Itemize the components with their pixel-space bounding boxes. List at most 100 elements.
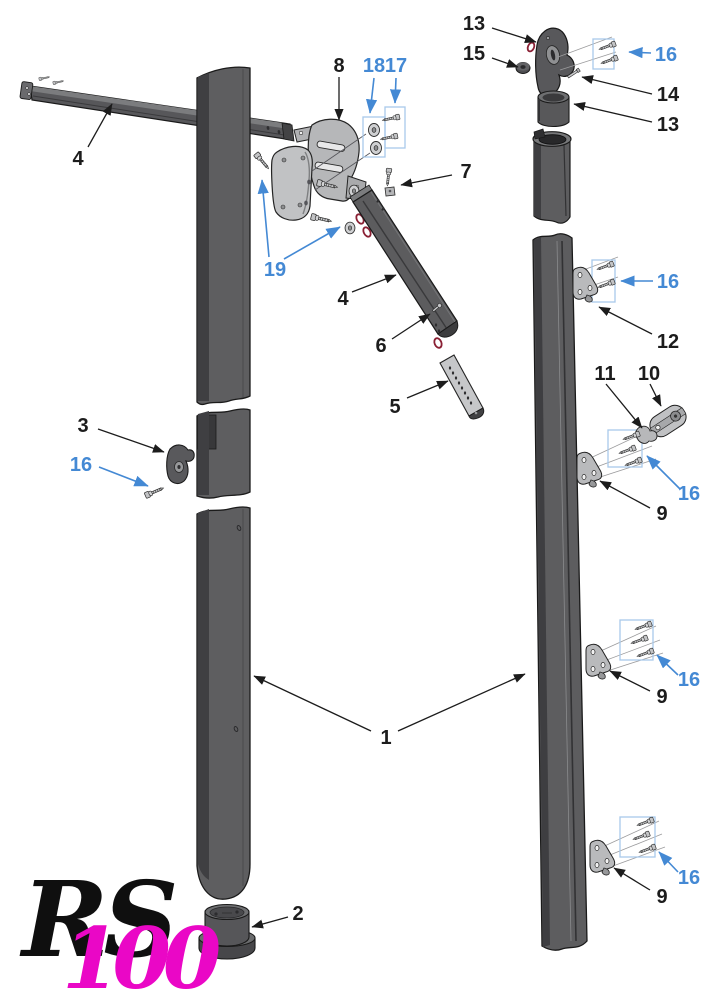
assembly-axis-line	[593, 625, 657, 655]
arrow-to-part-1-left	[253, 675, 372, 732]
callout-19: 19	[264, 259, 286, 281]
arrow-to-part-14	[581, 75, 653, 95]
right-mast-top-section	[532, 128, 572, 224]
boom-rivet	[431, 303, 442, 313]
callout-4-spreader: 4	[72, 148, 84, 170]
arrow-to-part-5	[406, 380, 449, 399]
arrow-to-part-16-bottom	[658, 851, 679, 873]
callout-13-plug: 13	[657, 114, 679, 136]
callout-16-bottom: 16	[678, 867, 700, 889]
arrow-to-part-15	[491, 57, 519, 68]
arrow-to-part-12	[598, 306, 653, 335]
callout-17: 17	[385, 55, 407, 77]
masthead-crane	[535, 27, 575, 97]
screw-icon	[379, 132, 399, 143]
gooseneck-bolt	[384, 167, 396, 197]
arrow-to-part-9c	[613, 867, 651, 891]
o-ring	[362, 226, 372, 238]
spreader-screw-icon	[52, 79, 65, 86]
callout-1: 1	[380, 727, 391, 749]
assembly-axis-line	[311, 133, 367, 172]
o-ring	[526, 41, 536, 53]
callout-11: 11	[594, 363, 615, 385]
brand-logo: RS 100	[19, 858, 229, 999]
callout-12: 12	[657, 331, 679, 353]
callout-7: 7	[460, 161, 471, 183]
callout-16-mid: 16	[678, 669, 700, 691]
callout-14: 14	[657, 84, 680, 106]
screw-icon	[595, 260, 615, 273]
pulley-block	[649, 404, 687, 438]
arrow-to-part-3	[97, 428, 165, 453]
gooseneck-front-bracket	[271, 145, 313, 221]
screw-group-box-17	[384, 106, 406, 149]
arrow-to-part-13-plug	[573, 102, 653, 123]
arrow-to-part-16-mid	[656, 654, 679, 676]
o-ring	[433, 337, 443, 349]
callout-13-top: 13	[463, 13, 485, 35]
arrow-to-part-6	[391, 313, 431, 340]
callout-16-bracket12: 16	[657, 271, 679, 293]
washer-icon	[368, 123, 380, 137]
arrow-to-part-1-right	[397, 673, 526, 732]
screw-icon	[617, 444, 637, 457]
assembly-axis-line	[557, 36, 613, 58]
screw-icon	[143, 484, 166, 499]
callout-18: 18	[363, 55, 385, 77]
callout-9a: 9	[656, 503, 667, 525]
batten-strip	[439, 354, 485, 420]
callout-9c: 9	[656, 886, 667, 908]
screw-group-box-16	[619, 816, 656, 858]
halyard-cleat	[166, 444, 195, 485]
screw-icon	[253, 151, 272, 172]
callout-4-boom: 4	[337, 288, 349, 310]
arrow-to-part-16-masthead	[628, 47, 652, 59]
bracket-9	[589, 839, 616, 876]
arrow-to-part-4-spreader	[87, 103, 113, 148]
boom-tube	[349, 184, 459, 338]
bracket-9	[576, 451, 603, 488]
arrow-to-part-17	[389, 77, 402, 104]
bracket-9	[585, 643, 612, 680]
arrow-to-part-9a	[599, 480, 651, 509]
assembly-axis-line	[559, 51, 617, 71]
arrow-to-part-2	[251, 916, 289, 929]
callout-16-pulley: 16	[678, 483, 700, 505]
masthead-plug	[537, 90, 570, 128]
callout-8: 8	[333, 55, 344, 77]
bracket-12	[572, 266, 599, 303]
washer-icon	[344, 221, 356, 235]
clevis-pin	[566, 67, 581, 79]
callout-3: 3	[77, 415, 88, 437]
arrow-to-part-18	[365, 77, 378, 114]
callout-2: 2	[292, 903, 303, 925]
washer-icon	[370, 141, 382, 155]
screw-icon	[635, 816, 655, 829]
callout-16-masthead: 16	[655, 44, 677, 66]
callout-5: 5	[389, 396, 400, 418]
callout-10: 10	[638, 363, 660, 385]
callout-16-cleat: 16	[70, 454, 92, 476]
arrow-to-part-4-boom	[351, 274, 397, 293]
spreader-tube	[19, 75, 295, 142]
spreader-end-cap	[19, 81, 34, 100]
arrow-to-part-16-pulley	[646, 455, 681, 490]
arrow-to-part-19b	[283, 226, 341, 260]
callout-arrows	[87, 27, 662, 929]
arrow-to-part-10	[649, 383, 662, 407]
screw-icon	[635, 647, 655, 660]
spreader-screw-icon	[38, 75, 51, 82]
arrow-to-part-9b	[609, 670, 651, 692]
fastener-arrows	[98, 47, 681, 873]
mast-base-plug	[198, 903, 256, 960]
left-mast	[196, 66, 251, 900]
callout-6: 6	[375, 335, 386, 357]
screw-icon	[633, 620, 653, 633]
arrow-to-part-11	[605, 383, 643, 429]
screw-group-box-16	[607, 429, 643, 468]
right-mast-main-section	[532, 233, 588, 951]
callout-15: 15	[463, 43, 485, 65]
callout-9b: 9	[656, 686, 667, 708]
